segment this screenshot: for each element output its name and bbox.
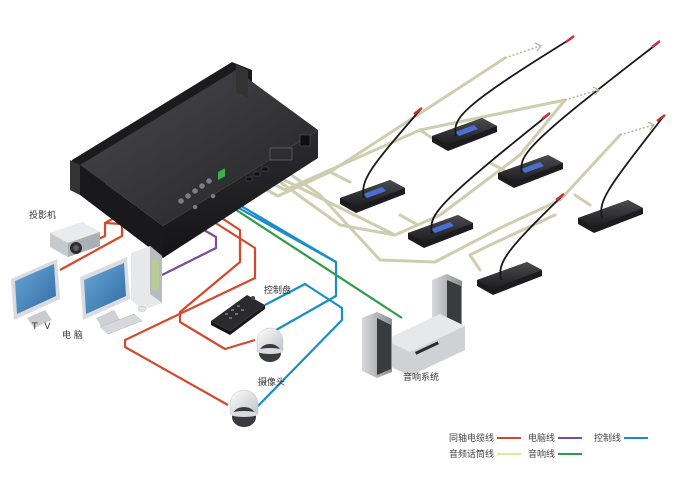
green-terminal [218,168,225,181]
legend-item-control: 控制线 [594,431,649,444]
camera-label: 摄像头 [258,378,286,388]
projector [50,222,100,257]
conference-units [340,35,666,295]
mic-drop-2 [418,128,434,140]
legend-label: 控制线 [594,434,622,444]
legend-swatch [558,436,583,439]
camera-2 [229,389,259,427]
tv-label: T V [32,322,53,332]
legend-swatch [497,452,522,455]
mic-drop-5 [573,193,592,207]
conference-unit-4 [498,40,661,188]
legend-item-coax: 同轴电缆线 [449,431,522,444]
legend-swatch [624,436,649,439]
mic-cable-line-4 [268,133,622,264]
mic-cable-line-3 [260,98,567,237]
mic-cable-branch [468,213,557,272]
legend-item-computer: 电脑线 [528,431,583,444]
control-panel-device [211,295,265,335]
mic-drop-4 [488,161,506,172]
control-cable-camera-2 [256,282,344,408]
coax-cable-camera-1 [178,195,256,351]
camera-1 [256,327,284,362]
conference-unit-3 [408,112,551,248]
legend-label: 音频话筒线 [449,450,495,460]
legend-swatch [497,436,522,439]
mic-drop-3 [398,213,418,226]
conference-unit-5 [477,193,565,295]
expansion-arrows [504,45,654,136]
coax-cable-tv [59,221,124,271]
legend-swatch [558,452,583,455]
computer-label: 电 脑 [62,331,83,341]
conference-unit-1 [340,107,423,213]
mic-drop-1 [328,170,352,184]
legend: 同轴电缆线 电脑线 控制线 音频话筒线 音响线 [449,428,669,468]
legend-label: 音响线 [528,450,556,460]
legend-item-audio: 音响线 [528,447,583,460]
audio-system [362,274,465,378]
legend-label: 同轴电缆线 [449,434,495,444]
conference-unit-2 [432,35,575,151]
main-controller [70,62,318,258]
audio-system-label: 音响系统 [403,373,440,383]
control-panel-label: 控制盘 [264,286,292,296]
computer [80,246,162,335]
coax-cable-camera-2 [123,200,257,406]
legend-item-mic: 音频话筒线 [449,447,522,460]
rack-ports [177,177,216,210]
legend-label: 电脑线 [528,434,556,444]
conference-unit-6 [578,114,666,233]
projector-label: 投影机 [29,211,57,221]
tv [11,259,60,328]
